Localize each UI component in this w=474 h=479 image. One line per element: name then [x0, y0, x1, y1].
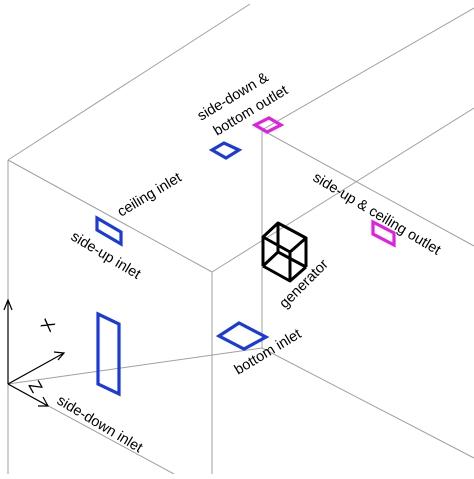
z-axis-arrow — [38, 396, 50, 407]
side-up-ceiling-outlet-shape — [371, 219, 396, 248]
x-axis — [7, 352, 65, 385]
ceiling-inlet-label: ceiling inlet — [115, 170, 185, 221]
back-top-right-edge — [261, 129, 474, 247]
generator-box — [261, 221, 308, 283]
coordinate-axes — [3, 298, 66, 407]
ceiling-inlet-shape — [208, 141, 243, 160]
axis-x-label: X — [37, 316, 59, 335]
bottom-inlet-label: bottom inlet — [232, 326, 305, 378]
top-right-edge — [211, 107, 474, 273]
generator-top-face — [261, 221, 308, 254]
axis-z-label: Z — [25, 378, 47, 396]
side-down-bottom-outlet-shape — [251, 116, 285, 134]
back-floor-right-edge — [261, 347, 474, 459]
side-up-inlet-shape — [95, 215, 123, 247]
z-axis — [7, 383, 49, 407]
outlets — [251, 116, 396, 248]
inlets — [95, 141, 270, 397]
bottom-inlet-shape — [215, 321, 270, 351]
back-floor-left-edge — [7, 347, 263, 385]
top-front-edge — [7, 159, 213, 273]
component-labels: side-down & bottom outlet ceiling inlet … — [54, 69, 443, 456]
top-left-edge — [7, 3, 251, 161]
vertical-axis-arrow — [3, 298, 13, 311]
x-axis-arrow — [53, 351, 66, 361]
generator-bottom-face — [262, 264, 307, 283]
back-top-left-edge — [261, 7, 474, 131]
side-down-inlet-label: side-down inlet — [54, 393, 145, 457]
generator-bottom-back — [261, 250, 307, 269]
side-up-ceiling-outlet-label: side-up & ceiling outlet — [310, 170, 443, 259]
side-down-inlet-shape — [96, 311, 121, 397]
